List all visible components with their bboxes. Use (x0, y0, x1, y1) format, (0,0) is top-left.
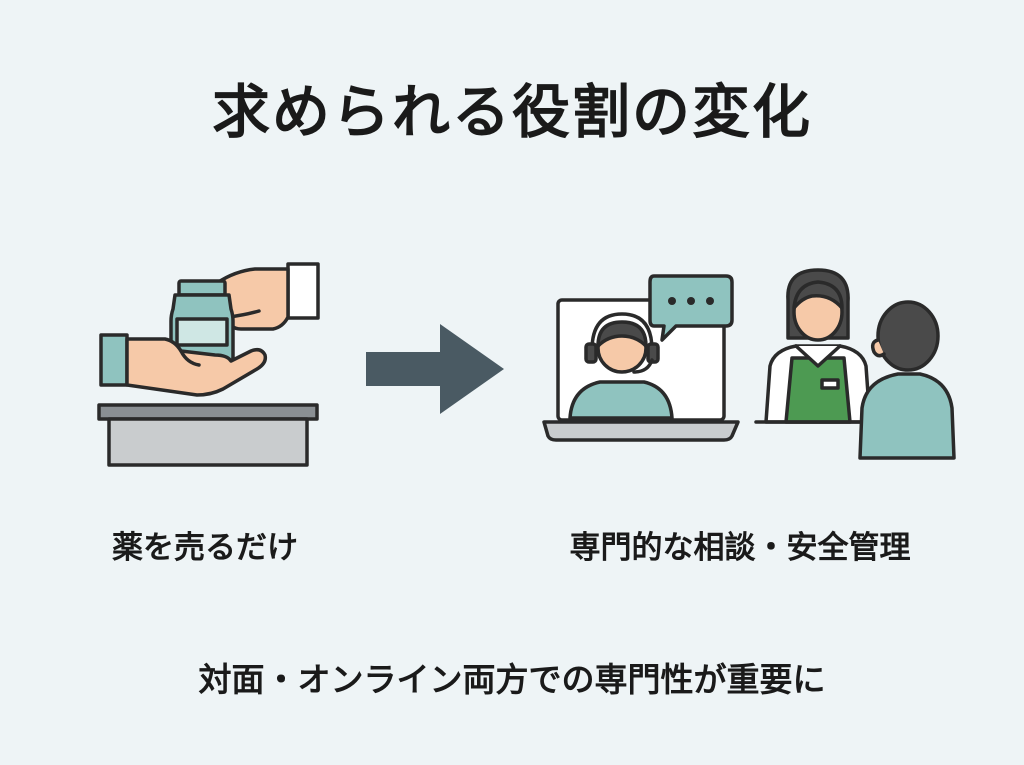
after-label: 専門的な相談・安全管理 (569, 530, 911, 566)
speech-bubble-icon (648, 274, 734, 342)
before-label: 薬を売るだけ (112, 530, 298, 566)
pharmacist-consultation-icon (754, 268, 956, 460)
summary-text: 対面・オンライン両方での専門性が重要に (198, 660, 826, 699)
hand-giving-medicine-icon (97, 262, 320, 467)
laptop-video-call-icon (542, 298, 740, 442)
arrow-right-icon (366, 324, 504, 414)
page-title: 求められる役割の変化 (211, 78, 812, 146)
